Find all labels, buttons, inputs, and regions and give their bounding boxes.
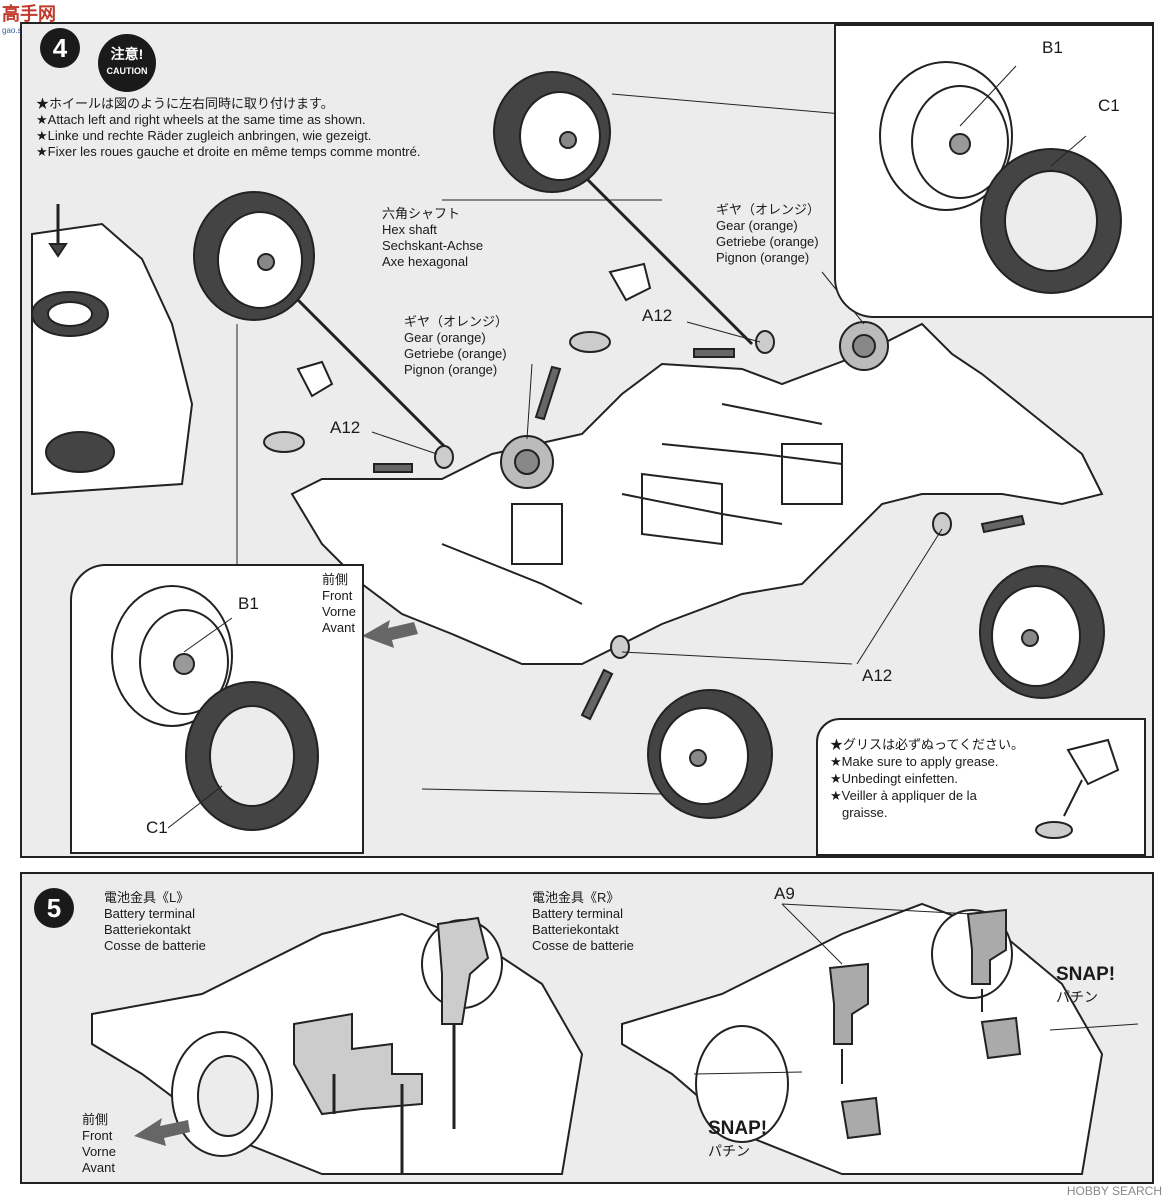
note-line: ★Attach left and right wheels at the sam… <box>36 112 366 127</box>
caution-notes: ★ホイールは図のように左右同時に取り付けます。 ★Attach left and… <box>36 96 420 160</box>
part-c1-label: C1 <box>1098 96 1120 115</box>
label-line: Sechskant-Achse <box>382 238 484 253</box>
part-a12-label: A12 <box>642 306 673 325</box>
watermark-brand: 高手网 <box>2 4 56 24</box>
label-line: Batteriekontakt <box>532 922 619 937</box>
gear-right-label: ギヤ（オレンジ） Gear (orange) Getriebe (orange)… <box>716 202 820 266</box>
front-label: 前側 Front Vorne Avant <box>82 1112 116 1176</box>
label-line: Axe hexagonal <box>382 254 469 269</box>
label-line: 六角シャフト <box>382 206 461 221</box>
part-a12-label: A12 <box>330 418 361 437</box>
battery-terminal-l-label: 電池金具《L》 Battery terminal Batteriekontakt… <box>104 890 206 954</box>
snap-en: SNAP! <box>1056 964 1116 985</box>
battery-terminal-r-label: 電池金具《R》 Battery terminal Batteriekontakt… <box>532 890 634 954</box>
label-line: Batteriekontakt <box>104 922 191 937</box>
label-line: ギヤ（オレンジ） <box>404 314 509 329</box>
label-line: Cosse de batterie <box>104 938 206 953</box>
grease-line: ★Unbedingt einfetten. <box>830 771 959 786</box>
part-a9-label: A9 <box>774 884 795 903</box>
grease-note-box: ★グリスは必ずぬってください。 ★Make sure to apply grea… <box>816 718 1146 856</box>
inset-rear-drawing <box>879 61 1122 294</box>
label-line: Vorne <box>322 604 356 619</box>
label-line: Avant <box>322 620 356 635</box>
snap-jp: パチン <box>708 1143 750 1159</box>
wheel-front-right <box>647 689 773 819</box>
label-line: Front <box>322 588 353 603</box>
label-line: Gear (orange) <box>404 330 486 345</box>
note-line: ★Fixer les roues gauche et droite en mêm… <box>36 144 421 159</box>
step-number: 4 <box>40 28 80 68</box>
label-line: Pignon (orange) <box>404 362 498 377</box>
caution-badge: 注意! CAUTION <box>98 34 156 92</box>
label-line: ギヤ（オレンジ） <box>716 202 821 217</box>
part-a12-label: A12 <box>862 666 893 685</box>
part-b1-label: B1 <box>238 594 259 613</box>
snap-jp: パチン <box>1056 989 1098 1005</box>
hex-shaft-label: 六角シャフト Hex shaft Sechskant-Achse Axe hex… <box>382 206 483 270</box>
label-line: Avant <box>82 1160 116 1175</box>
label-line: Battery terminal <box>104 906 196 921</box>
wheel-front-left <box>193 191 315 321</box>
label-line: Vorne <box>82 1144 116 1159</box>
note-line: ★ホイールは図のように左右同時に取り付けます。 <box>36 96 334 111</box>
step-4-panel: 4 注意! CAUTION ★ホイールは図のように左右同時に取り付けます。 ★A… <box>20 22 1154 858</box>
label-line: 電池金具《R》 <box>532 890 620 905</box>
label-line: Gear (orange) <box>716 218 798 233</box>
grease-line: graisse. <box>842 805 888 820</box>
note-line: ★Linke und rechte Räder zugleich anbring… <box>36 128 372 143</box>
label-line: Getriebe (orange) <box>716 234 819 249</box>
watermark-hobbysearch: HOBBY SEARCH <box>1066 1184 1162 1198</box>
part-c1-label: C1 <box>146 818 168 837</box>
label-line: Pignon (orange) <box>716 250 810 265</box>
grease-tube-icon <box>1035 738 1120 839</box>
inset-wheel-assembly-rear: B1 C1 <box>834 24 1154 318</box>
label-line: Battery terminal <box>532 906 624 921</box>
wheel-rear-left <box>493 71 611 193</box>
grease-notes: ★グリスは必ずぬってください。 ★Make sure to apply grea… <box>830 736 1024 821</box>
battery-terminal-illustration <box>91 902 1139 1175</box>
gear-left-label: ギヤ（オレンジ） Gear (orange) Getriebe (orange)… <box>404 314 508 378</box>
grease-line: ★グリスは必ずぬってください。 <box>830 737 1024 752</box>
chassis-illustration <box>31 71 1105 819</box>
grease-line: ★Veiller à appliquer de la <box>830 788 977 803</box>
label-line: 前側 <box>82 1112 109 1127</box>
caution-jp: 注意! <box>110 46 144 62</box>
inset-wheel-assembly-front: B1 C1 <box>70 564 364 854</box>
label-line: Front <box>82 1128 113 1143</box>
caution-en: CAUTION <box>106 66 148 76</box>
wheel-rear-right <box>979 565 1105 699</box>
front-label: 前側 Front Vorne Avant <box>322 572 356 636</box>
step-5-panel: 5 <box>20 872 1154 1184</box>
grease-line: ★Make sure to apply grease. <box>830 754 999 769</box>
label-line: Hex shaft <box>382 222 437 237</box>
snap-callout-upper: SNAP! パチン <box>1056 964 1115 1008</box>
label-line: Cosse de batterie <box>532 938 634 953</box>
inset-front-drawing <box>111 585 319 831</box>
snap-callout-lower: SNAP! パチン <box>708 1118 767 1162</box>
label-line: 前側 <box>322 572 349 587</box>
label-line: Getriebe (orange) <box>404 346 507 361</box>
snap-en: SNAP! <box>708 1118 768 1139</box>
label-line: 電池金具《L》 <box>104 890 190 905</box>
part-b1-label: B1 <box>1042 38 1063 57</box>
step-number: 5 <box>34 888 74 928</box>
